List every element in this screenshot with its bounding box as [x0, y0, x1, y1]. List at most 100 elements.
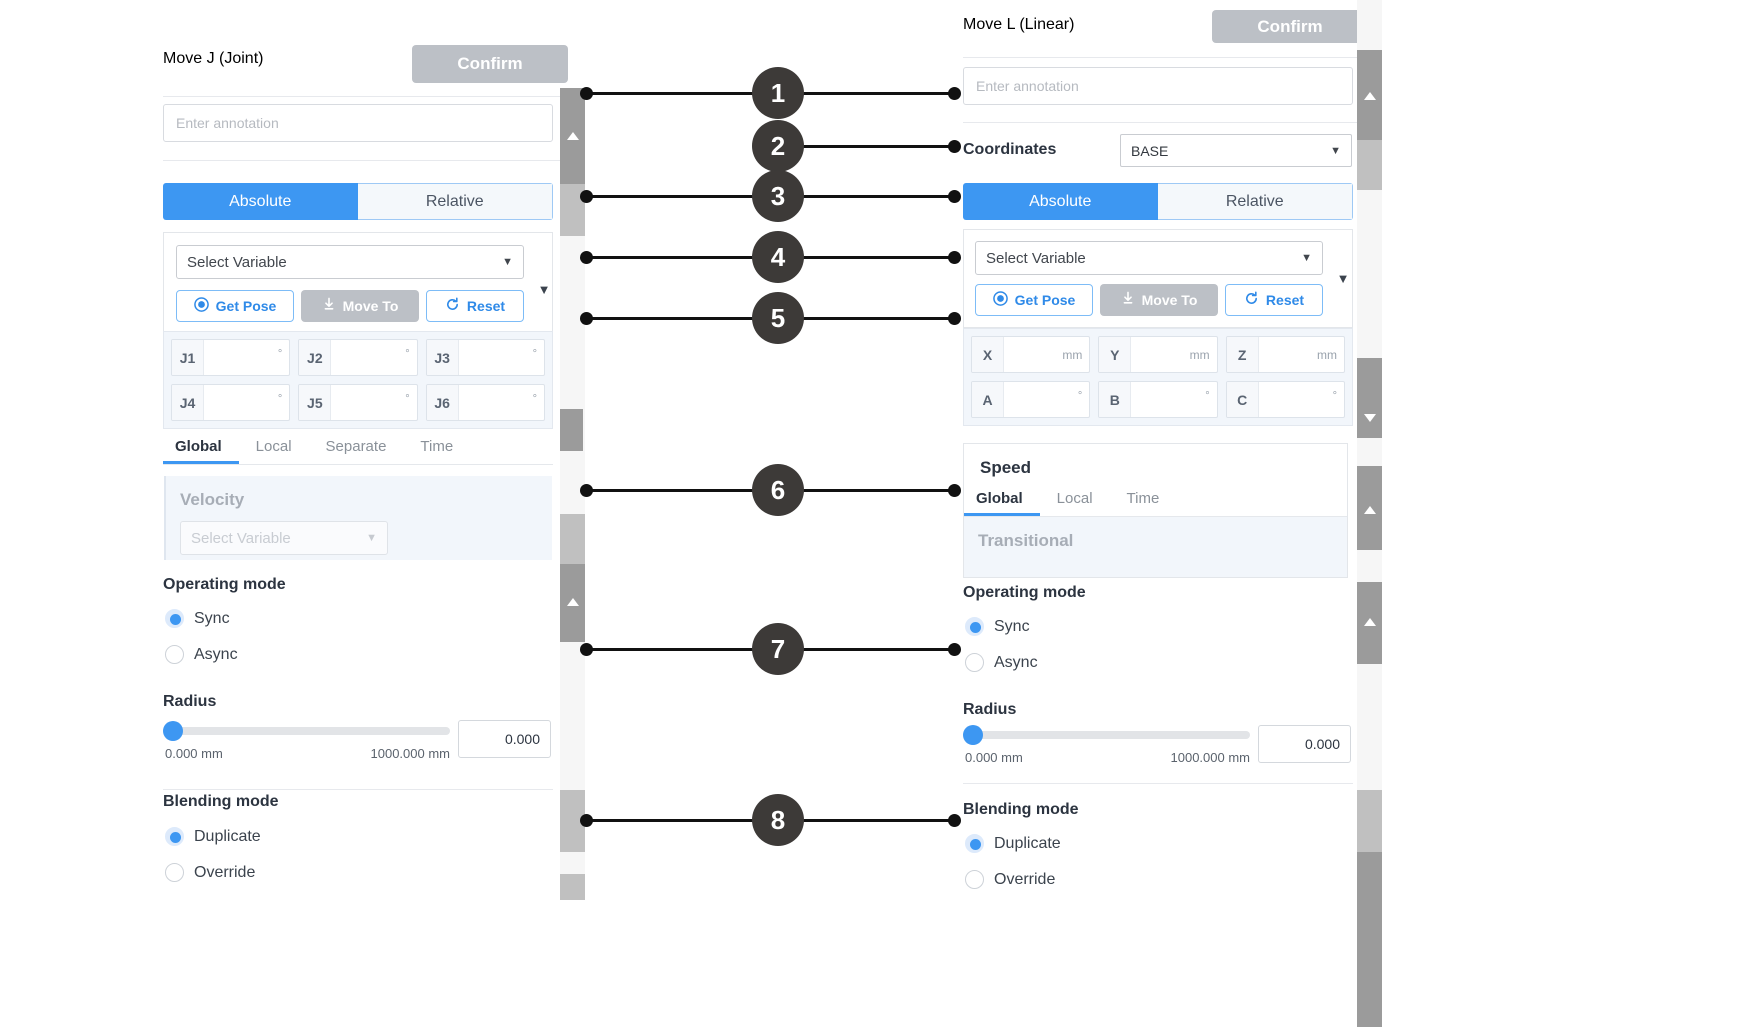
scrollbar-track[interactable] — [560, 642, 585, 790]
pose-value[interactable] — [1131, 337, 1189, 372]
radio-icon[interactable] — [165, 645, 184, 664]
annotation-input[interactable] — [963, 67, 1353, 105]
pose-value[interactable] — [1259, 382, 1333, 417]
reset-button[interactable]: Reset — [426, 290, 524, 322]
scrollbar-segment[interactable] — [1357, 466, 1382, 550]
radio-icon[interactable] — [965, 653, 984, 672]
confirm-button[interactable]: Confirm — [1212, 10, 1368, 43]
tab-absolute[interactable]: Absolute — [963, 183, 1158, 220]
coordinate-mode-toggle[interactable]: Absolute Relative — [963, 183, 1353, 220]
joint-value[interactable] — [331, 385, 405, 420]
move-to-button[interactable]: Move To — [301, 290, 419, 322]
radio-icon[interactable] — [165, 863, 184, 882]
scrollbar-track[interactable] — [1357, 550, 1382, 582]
coordinate-mode-toggle[interactable]: Absolute Relative — [163, 183, 553, 220]
blending-mode-duplicate[interactable]: Duplicate — [965, 834, 1061, 853]
joint-value[interactable] — [331, 340, 405, 375]
scrollbar-track[interactable] — [1357, 438, 1382, 466]
radio-icon[interactable] — [965, 870, 984, 889]
left-panel-scrollbar[interactable] — [560, 88, 585, 900]
scrollbar-thumb[interactable] — [1357, 140, 1382, 190]
joint-field-j5[interactable]: J5 ° — [298, 384, 418, 421]
tab-relative[interactable]: Relative — [357, 183, 553, 220]
scroll-down-icon[interactable] — [1363, 414, 1376, 422]
scrollbar-segment[interactable] — [560, 88, 585, 184]
radius-value-input[interactable]: 0.000 — [1258, 725, 1351, 763]
scrollbar-track[interactable] — [560, 852, 585, 874]
scrollbar-segment[interactable] — [1357, 50, 1382, 140]
pose-value[interactable] — [1259, 337, 1317, 372]
joint-value[interactable] — [204, 340, 278, 375]
scrollbar-track[interactable] — [1357, 664, 1382, 790]
blending-mode-override[interactable]: Override — [165, 863, 255, 882]
confirm-button[interactable]: Confirm — [412, 45, 568, 83]
slider-knob[interactable] — [963, 725, 983, 745]
tab-relative[interactable]: Relative — [1157, 183, 1353, 220]
coordinates-select[interactable]: BASE ▼ — [1120, 134, 1352, 167]
joint-value[interactable] — [204, 385, 278, 420]
joint-field-j4[interactable]: J4 ° — [171, 384, 291, 421]
radio-icon[interactable] — [165, 609, 184, 628]
tab-local[interactable]: Local — [1056, 490, 1093, 507]
operating-mode-async[interactable]: Async — [965, 653, 1038, 672]
move-to-button[interactable]: Move To — [1100, 284, 1218, 316]
tab-absolute[interactable]: Absolute — [163, 183, 358, 220]
tab-time[interactable]: Time — [1126, 490, 1160, 507]
radio-icon[interactable] — [965, 834, 984, 853]
scroll-up-icon[interactable] — [566, 598, 579, 606]
pose-field-b[interactable]: B ° — [1098, 381, 1218, 418]
joint-field-j1[interactable]: J1 ° — [171, 339, 291, 376]
operating-mode-sync[interactable]: Sync — [165, 609, 230, 628]
tab-global[interactable]: Global — [964, 490, 1040, 516]
scroll-up-icon[interactable] — [566, 132, 579, 140]
joint-value[interactable] — [459, 340, 533, 375]
annotation-input[interactable] — [163, 104, 553, 142]
blending-mode-duplicate[interactable]: Duplicate — [165, 827, 261, 846]
scrollbar-track[interactable] — [560, 451, 585, 514]
tab-separate[interactable]: Separate — [325, 438, 387, 455]
velocity-variable-select[interactable]: Select Variable ▼ — [180, 521, 388, 555]
pose-value[interactable] — [1004, 382, 1078, 417]
scroll-up-icon[interactable] — [1363, 506, 1376, 514]
velocity-tabs[interactable]: Global Local Separate Time — [163, 438, 553, 465]
scrollbar-segment[interactable] — [1357, 358, 1382, 438]
joint-field-j2[interactable]: J2 ° — [298, 339, 418, 376]
operating-mode-async[interactable]: Async — [165, 645, 238, 664]
radius-value-input[interactable]: 0.000 — [458, 720, 551, 758]
pose-value[interactable] — [1004, 337, 1062, 372]
variable-select[interactable]: Select Variable ▼ — [975, 241, 1323, 275]
variable-select[interactable]: Select Variable ▼ — [176, 245, 524, 279]
scroll-up-icon[interactable] — [1363, 92, 1376, 100]
scrollbar-track[interactable] — [1357, 190, 1382, 358]
radius-slider[interactable]: 0.000 mm 1000.000 mm — [163, 721, 450, 761]
tab-time[interactable]: Time — [420, 438, 454, 455]
tab-global[interactable]: Global — [163, 438, 239, 464]
scrollbar-segment[interactable] — [560, 409, 583, 451]
joint-field-j6[interactable]: J6 ° — [425, 384, 545, 421]
operating-mode-sync[interactable]: Sync — [965, 617, 1030, 636]
slider-track[interactable] — [963, 725, 1250, 745]
reset-button[interactable]: Reset — [1225, 284, 1323, 316]
radius-slider[interactable]: 0.000 mm 1000.000 mm — [963, 725, 1250, 765]
tab-local[interactable]: Local — [255, 438, 292, 455]
pose-field-a[interactable]: A ° — [971, 381, 1091, 418]
radio-icon[interactable] — [165, 827, 184, 846]
scrollbar-thumb[interactable] — [1357, 790, 1382, 852]
slider-knob[interactable] — [163, 721, 183, 741]
pose-field-y[interactable]: Y mm — [1098, 336, 1218, 373]
scrollbar-thumb[interactable] — [560, 514, 585, 564]
scrollbar-thumb[interactable] — [560, 874, 585, 900]
scrollbar-segment[interactable] — [1357, 582, 1382, 664]
pose-field-z[interactable]: Z mm — [1225, 336, 1345, 373]
joint-value[interactable] — [459, 385, 533, 420]
speed-tabs[interactable]: Global Local Time — [964, 490, 1347, 517]
pose-field-c[interactable]: C ° — [1225, 381, 1345, 418]
scroll-up-icon[interactable] — [1363, 618, 1376, 626]
right-panel-scrollbar[interactable] — [1357, 0, 1382, 1027]
pose-field-x[interactable]: X mm — [971, 336, 1091, 373]
scrollbar-segment[interactable] — [560, 564, 585, 642]
joint-field-j3[interactable]: J3 ° — [425, 339, 545, 376]
get-pose-button[interactable]: Get Pose — [176, 290, 294, 322]
slider-track[interactable] — [163, 721, 450, 741]
scrollbar-segment[interactable] — [1357, 852, 1382, 1027]
